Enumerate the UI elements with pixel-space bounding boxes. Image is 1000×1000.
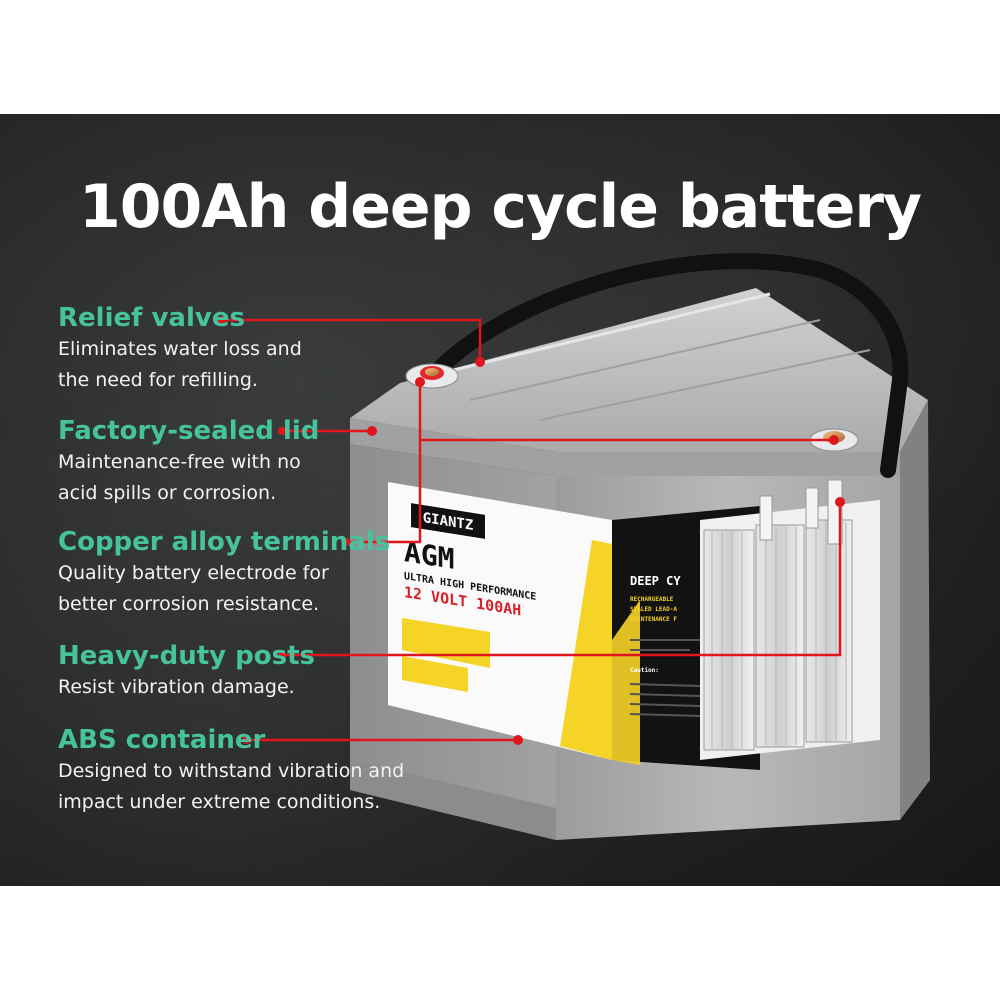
feature-title: Heavy-duty posts: [58, 641, 316, 671]
label-side-title: DEEP CY: [630, 574, 681, 588]
feature-description: Eliminates water loss and: [58, 338, 302, 360]
feature-title: Factory-sealed lid: [58, 416, 320, 446]
post-icon: [827, 479, 843, 545]
svg-text:MAINTENANCE F: MAINTENANCE F: [630, 616, 677, 623]
page-title: 100Ah deep cycle battery: [78, 172, 922, 242]
feature-title: Relief valves: [58, 303, 245, 333]
feature-title: Copper alloy terminals: [58, 527, 391, 557]
svg-text:Caution:: Caution:: [630, 667, 659, 674]
feature-factory-sealed-lid: Factory-sealed lid Maintenance-free with…: [58, 415, 319, 509]
feature-description: the need for refilling.: [58, 369, 258, 391]
feature-description: better corrosion resistance.: [58, 593, 320, 615]
feature-description: Maintenance-free with no: [58, 451, 301, 473]
feature-description: impact under extreme conditions.: [58, 791, 381, 813]
svg-text:SEALED LEAD-A: SEALED LEAD-A: [630, 606, 677, 613]
feature-relief-valves: Relief valves Eliminates water loss and …: [58, 302, 302, 396]
feature-heavy-duty-posts: Heavy-duty posts Resist vibration damage…: [58, 640, 315, 703]
feature-description: Quality battery electrode for: [58, 562, 329, 584]
feature-description: Designed to withstand vibration and: [58, 760, 405, 782]
handle-strap: [432, 253, 909, 478]
feature-description: Resist vibration damage.: [58, 676, 295, 698]
feature-abs-container: ABS container Designed to withstand vibr…: [58, 724, 404, 818]
feature-description: acid spills or corrosion.: [58, 482, 277, 504]
svg-text:RECHARGEABLE: RECHARGEABLE: [630, 596, 674, 603]
feature-title: ABS container: [58, 725, 266, 755]
feature-copper-alloy-terminals: Copper alloy terminals Quality battery e…: [58, 526, 390, 620]
